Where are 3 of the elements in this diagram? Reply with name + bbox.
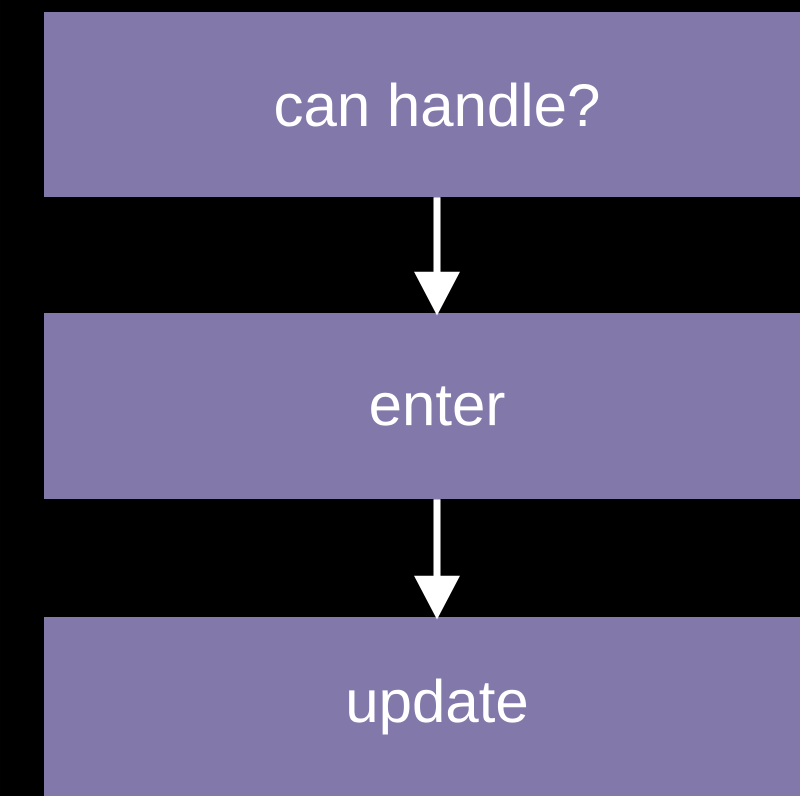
process-box: can handle? [44,12,800,197]
process-box: update [44,617,800,796]
process-box: enter [44,313,800,499]
